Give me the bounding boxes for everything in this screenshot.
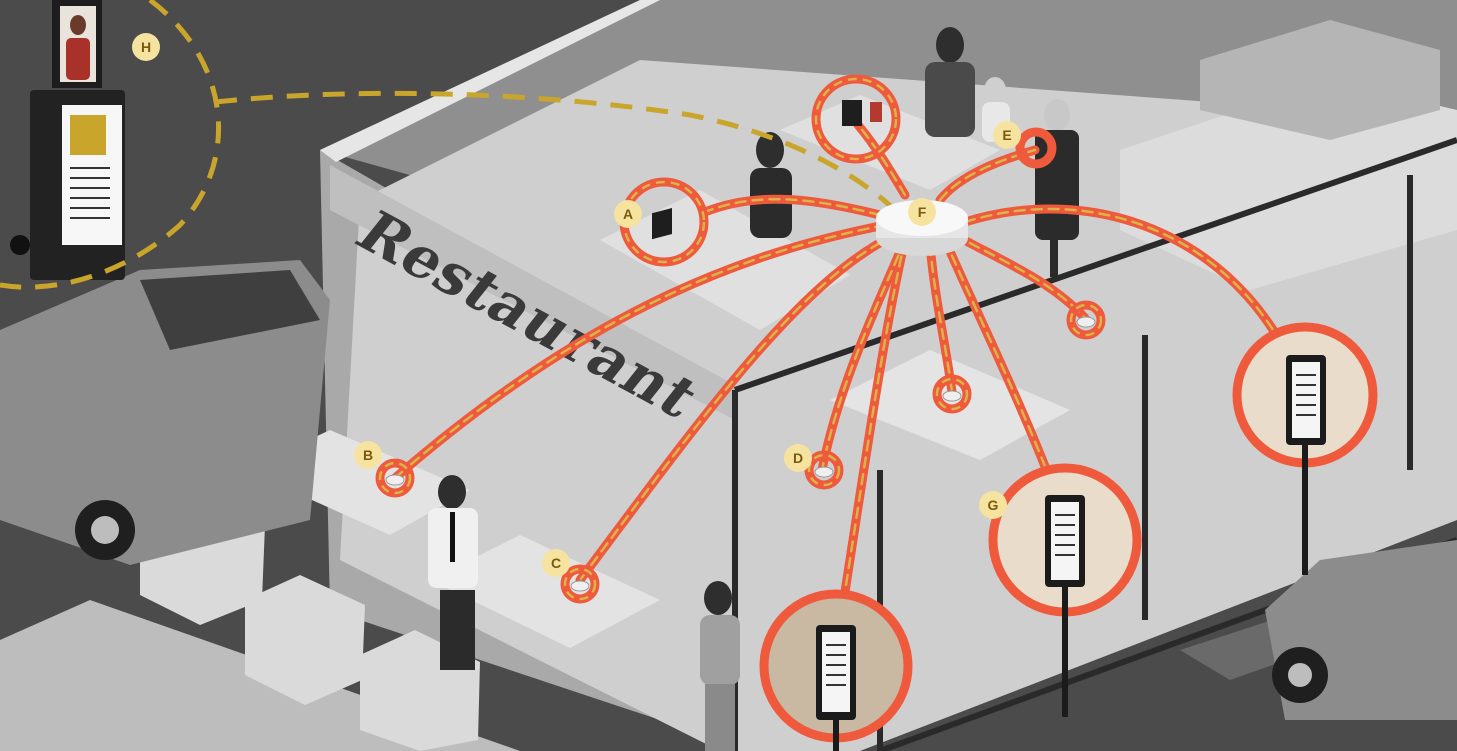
digital-menu-display-icon — [759, 322, 1378, 751]
kitchen-backsplash — [1200, 20, 1440, 140]
callout-f: F — [908, 198, 936, 226]
display-lines — [826, 374, 1316, 686]
kitchen-counter — [1120, 80, 1457, 290]
storefront-sign-band — [330, 165, 735, 420]
callout-b: B — [354, 441, 382, 469]
callout-h: H — [132, 33, 160, 61]
svg-text:C: C — [551, 555, 561, 571]
roof-edge — [320, 0, 660, 162]
callout-a: A — [614, 200, 642, 228]
table-tablet-icon — [652, 100, 882, 240]
external-wireless-link — [0, 0, 902, 290]
patio-planter-2 — [245, 575, 365, 705]
callout-g: G — [979, 491, 1007, 519]
person-seated-businessman — [428, 475, 478, 670]
svg-text:F: F — [918, 204, 927, 220]
callout-c: C — [542, 549, 570, 577]
svg-text:B: B — [363, 447, 373, 463]
svg-text:A: A — [623, 206, 633, 222]
callout-e: E — [993, 121, 1021, 149]
svg-text:H: H — [141, 39, 151, 55]
car-right — [1265, 540, 1457, 720]
svg-text:E: E — [1002, 127, 1011, 143]
svg-text:D: D — [793, 450, 803, 466]
drive-thru-kiosk-icon — [10, 0, 125, 280]
endpoint-rings-dashes — [378, 77, 1103, 601]
person-seated-man-back — [925, 27, 975, 137]
person-walking-woman — [700, 581, 740, 751]
callout-d: D — [784, 444, 812, 472]
svg-text:G: G — [988, 497, 999, 513]
patio-table-right — [430, 535, 660, 648]
sensor-node-icon — [385, 316, 1096, 592]
car-left — [0, 260, 330, 565]
